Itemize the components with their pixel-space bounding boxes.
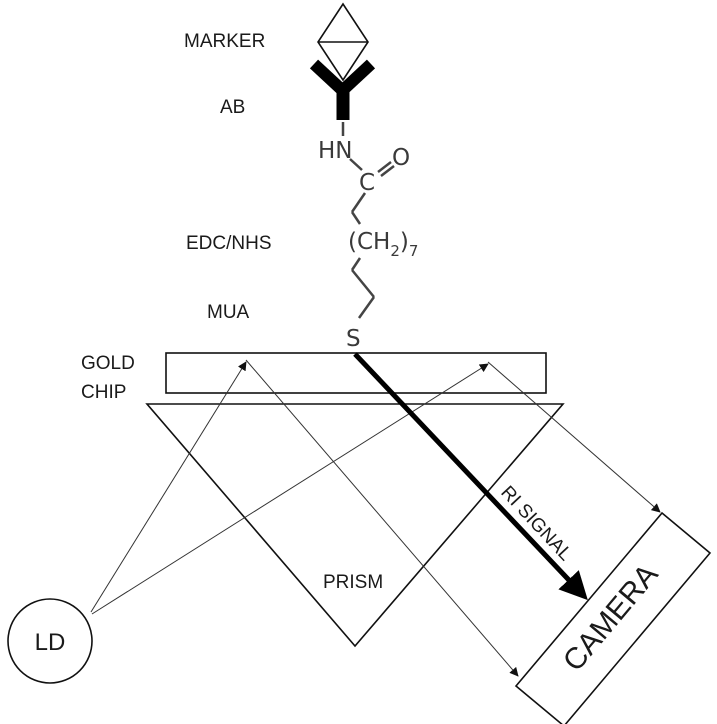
carbon-atom: C (359, 170, 375, 196)
sulfur-atom: S (346, 326, 361, 352)
oxygen-atom: O (392, 145, 410, 171)
marker-label: MARKER (184, 31, 265, 52)
chain-subscript: 2 (390, 242, 400, 260)
mua-label: MUA (207, 302, 250, 323)
ld-label: LD (35, 629, 66, 656)
ri-signal-label: RI SIGNAL (496, 482, 575, 565)
chain-open: (CH (348, 229, 390, 255)
laser-diode (7, 598, 93, 684)
hn-group: HN (318, 138, 353, 164)
chain-close: ) (400, 229, 409, 255)
ri-signal-arrow (353, 352, 588, 601)
incident-ray-1 (90, 361, 247, 613)
marker-icon (317, 2, 369, 82)
incident-ray-2 (91, 363, 489, 615)
ab-label: AB (220, 97, 245, 118)
prism (145, 403, 565, 648)
camera (514, 511, 712, 724)
prism-label: PRISM (323, 572, 383, 593)
reflected-ray-1 (245, 359, 519, 677)
light-rays (90, 359, 661, 677)
gold-chip-label-line1: GOLD (81, 353, 135, 374)
antibody-icon (309, 59, 376, 120)
reflected-ray-2 (487, 361, 661, 513)
chain-count: 7 (409, 242, 419, 260)
gold-chip (165, 352, 547, 394)
gold-chip-label-line2: CHIP (81, 382, 126, 403)
methylene-chain: (CH2)7 (348, 229, 418, 260)
chemical-linker: HN C O (CH2)7 S (318, 122, 418, 352)
edc-nhs-label: EDC/NHS (186, 233, 272, 254)
